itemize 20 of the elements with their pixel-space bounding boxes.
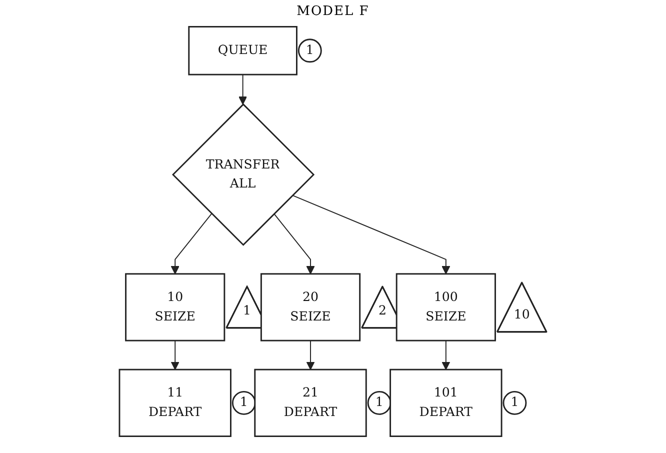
node-circle: 1 (232, 390, 256, 415)
arrow (274, 213, 315, 274)
arrow (238, 74, 248, 105)
diagram-title: MODEL F (296, 4, 370, 19)
arrow (306, 340, 315, 370)
arrow (170, 340, 180, 370)
node-diamond: TRANSFER ALL (172, 103, 315, 246)
node-box: 100 SEIZE (396, 273, 496, 342)
node-circle: 1 (367, 390, 392, 415)
node-box: 21 DEPART (254, 368, 367, 437)
node-box: 101 DEPART (390, 368, 502, 437)
node-circle: 1 (298, 38, 322, 63)
arrow (292, 194, 450, 274)
arrow (442, 340, 450, 370)
node-box: 11 DEPART (118, 368, 232, 437)
node-box: 20 SEIZE (260, 273, 361, 342)
arrow (170, 213, 212, 274)
node-circle: 1 (502, 390, 527, 415)
node-box: 10 SEIZE (125, 273, 226, 342)
node-box: QUEUE (188, 26, 298, 76)
